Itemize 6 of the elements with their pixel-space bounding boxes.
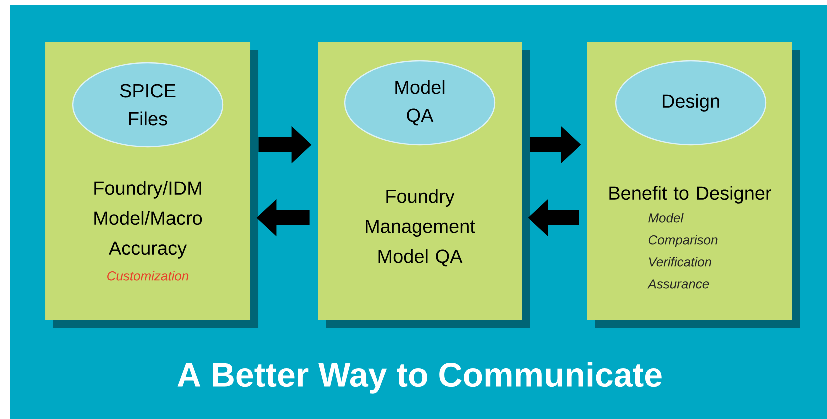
title: A Better Way to Communicate (178, 362, 662, 394)
box-text: Foundry Management Model QA (366, 189, 476, 267)
box-text: Foundry/IDM Model/Macro Accuracy (94, 181, 202, 259)
list-text: Model Comparison Verification Assurance (648, 213, 718, 289)
box-text: Benefit to Designer (610, 186, 772, 204)
note-text: Customization (108, 271, 189, 281)
